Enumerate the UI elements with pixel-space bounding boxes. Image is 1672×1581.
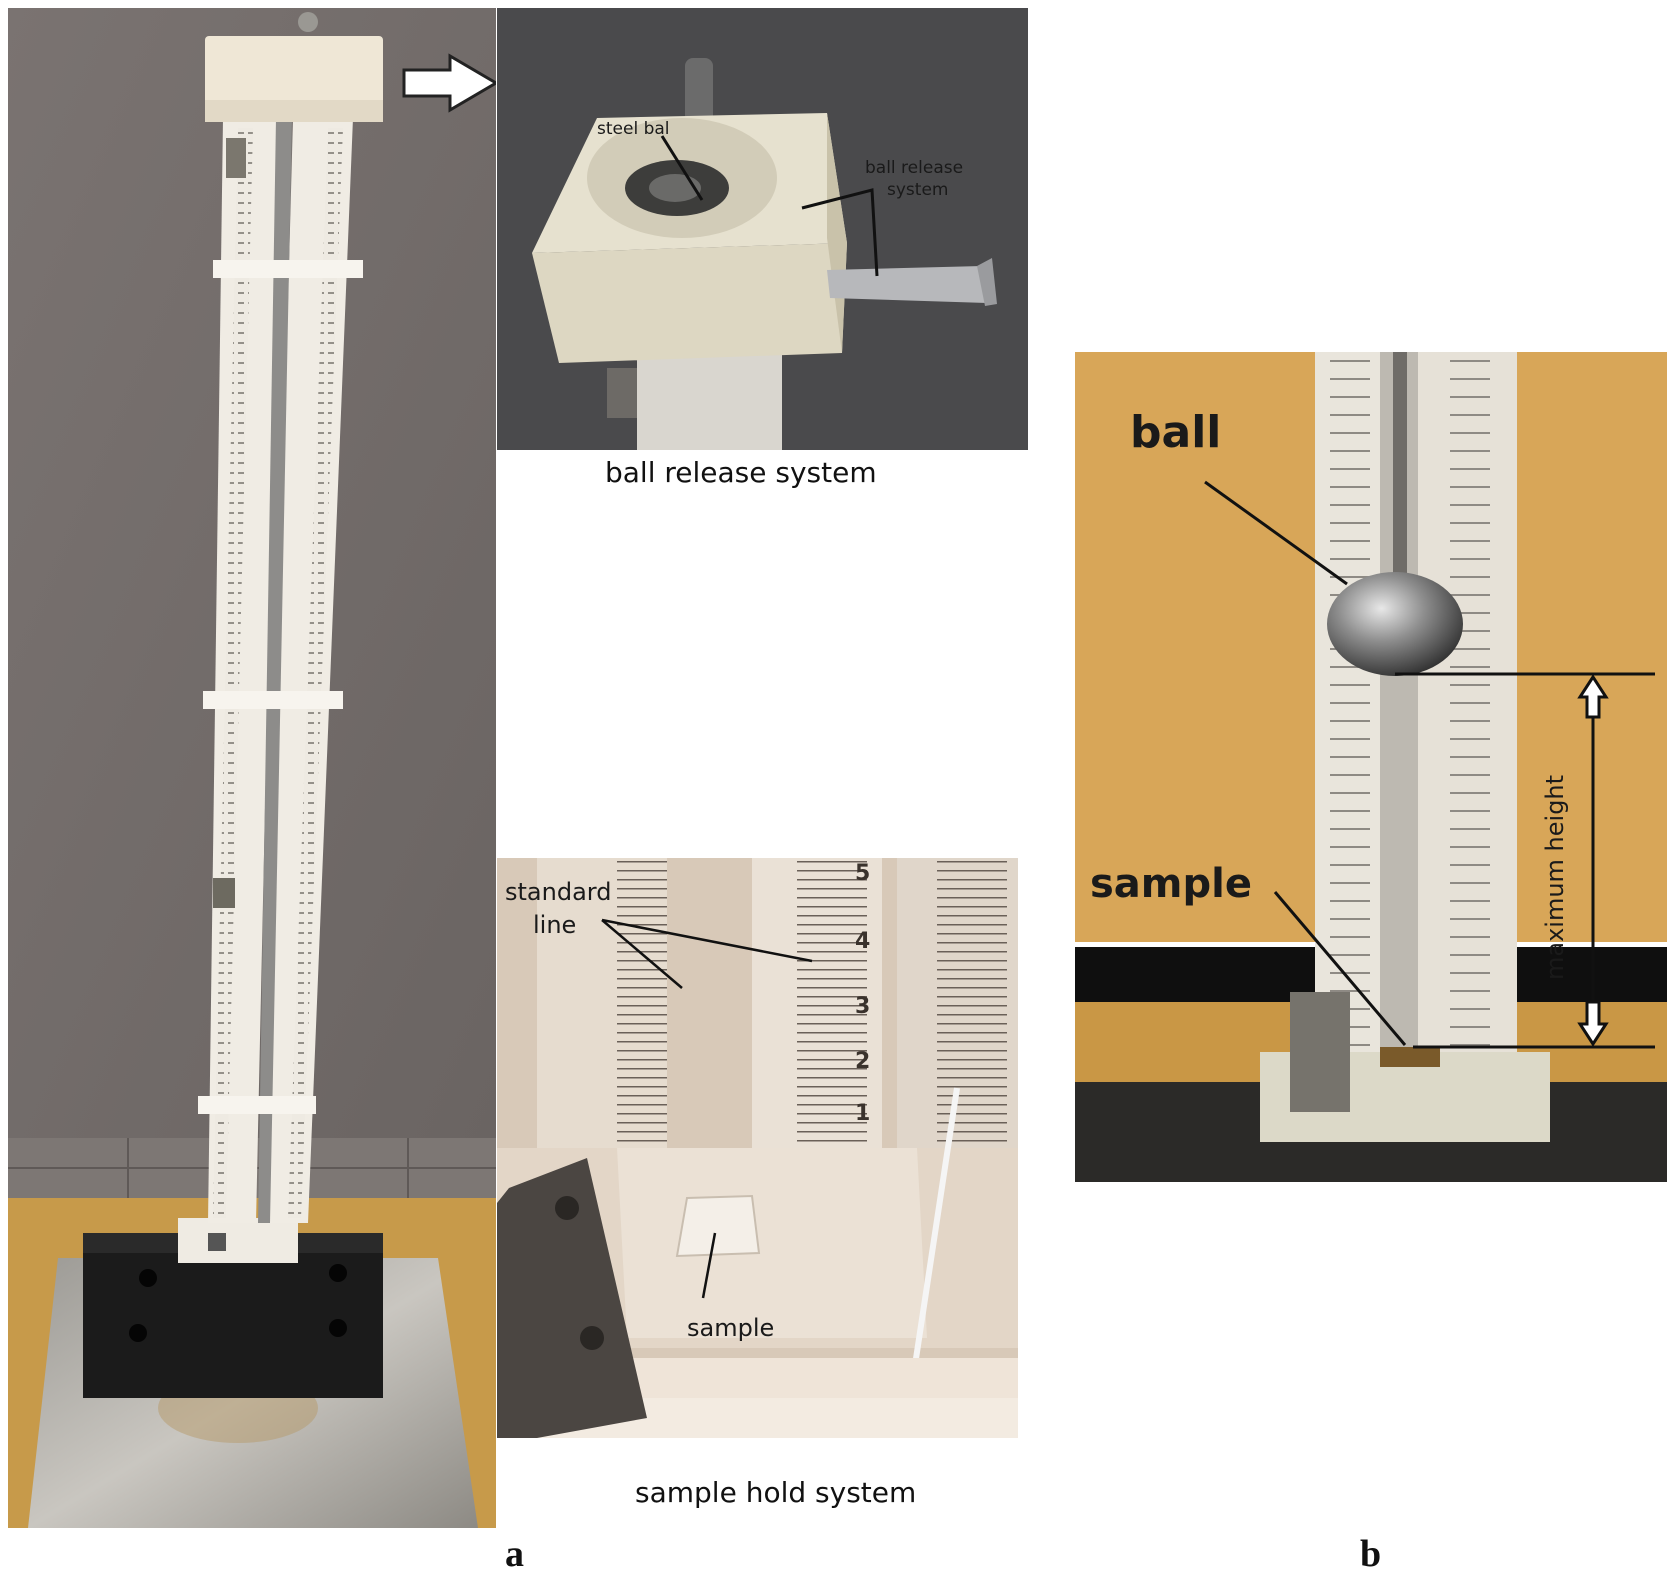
ruler-digit-5: 5	[855, 861, 870, 886]
sample-hold-caption: sample hold system	[635, 1476, 917, 1509]
ruler-digit-2: 2	[855, 1049, 870, 1074]
ball-release-label-line2: system	[887, 180, 948, 200]
standard-line-label-line1: standard	[505, 878, 611, 906]
ruler-digit-1: 1	[855, 1101, 870, 1126]
sample-label-closeup: sample	[1090, 861, 1252, 907]
maximum-height-label: maximum height	[1541, 775, 1569, 980]
ball-release-inset-photo: steel bal ball release system	[497, 8, 1028, 450]
sample-label-inset: sample	[687, 1314, 774, 1342]
ball-drop-closeup-photo: ball sample maximum height	[1075, 352, 1667, 1182]
drop-tower-photo	[8, 8, 496, 1528]
ruler-digit-3: 3	[855, 994, 870, 1019]
ball-label: ball	[1130, 407, 1221, 458]
ruler-digit-4: 4	[855, 929, 870, 954]
panel-b-label: b	[1360, 1533, 1382, 1575]
ball-release-label-line1: ball release	[865, 158, 963, 178]
sample-hold-inset-photo: 5 4 3 2 1 standard line sample	[497, 858, 1018, 1438]
panel-a-label: a	[505, 1533, 524, 1575]
steel-ball-label: steel bal	[597, 119, 670, 139]
ball-release-caption: ball release system	[605, 456, 877, 489]
standard-line-label-line2: line	[533, 911, 576, 939]
